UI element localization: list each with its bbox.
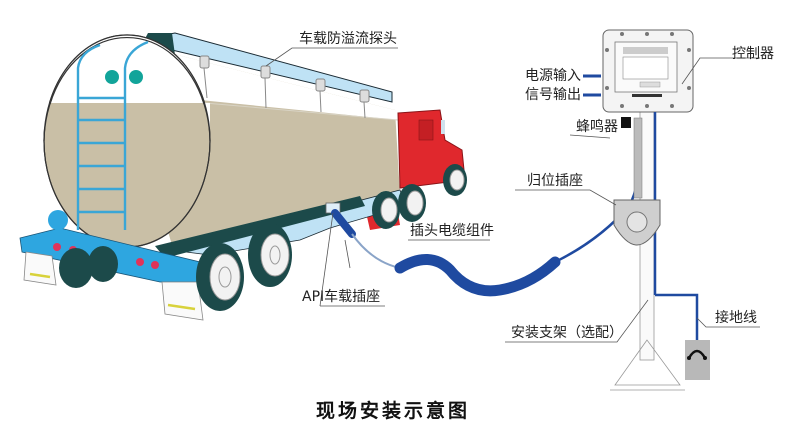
- label-overfill-probe: 车载防溢流探头: [299, 31, 397, 47]
- mud-flap: [23, 251, 57, 286]
- tail-light: [53, 243, 61, 251]
- overfill-probe-icon: [199, 55, 370, 119]
- leader-lines: [265, 47, 760, 343]
- ground-wire: [655, 293, 699, 355]
- cable-plug-icon: [331, 209, 356, 238]
- label-return-socket: 归位插座: [527, 173, 583, 189]
- diagram-title: 现场安装示意图: [316, 400, 471, 422]
- label-plug-cable-assembly: 插头电缆组件: [410, 223, 494, 239]
- label-signal-output: 信号输出: [525, 87, 581, 103]
- wheel-icon: [59, 246, 118, 288]
- mount-base: [614, 339, 681, 386]
- label-ground-wire: 接地线: [715, 310, 757, 326]
- tank-indicator-dot: [105, 70, 119, 84]
- tank-indicator-dot: [129, 70, 143, 84]
- tail-light: [136, 258, 144, 266]
- wheel-icon: [248, 223, 292, 287]
- buzzer-icon: [621, 117, 631, 128]
- wheel-icon: [398, 184, 426, 222]
- label-controller: 控制器: [732, 46, 774, 62]
- mud-flap: [161, 281, 204, 321]
- ground-clamp: [685, 340, 710, 380]
- ground-clamp-icon: [687, 349, 707, 359]
- tanker-truck: [19, 32, 467, 321]
- label-api-socket: API车载插座: [302, 289, 381, 305]
- wheel-icon: [372, 191, 400, 229]
- wheel-icon: [443, 164, 467, 196]
- tank-ladder-icon: [76, 40, 149, 230]
- wheel-icon: [196, 243, 244, 311]
- label-mount-bracket: 安装支架（选配）: [511, 325, 623, 341]
- controller-assembly: [583, 29, 710, 391]
- tail-light: [151, 261, 159, 269]
- coiled-cable: [394, 254, 561, 297]
- label-buzzer: 蜂鸣器: [576, 119, 618, 135]
- label-power-input: 电源输入: [525, 68, 581, 84]
